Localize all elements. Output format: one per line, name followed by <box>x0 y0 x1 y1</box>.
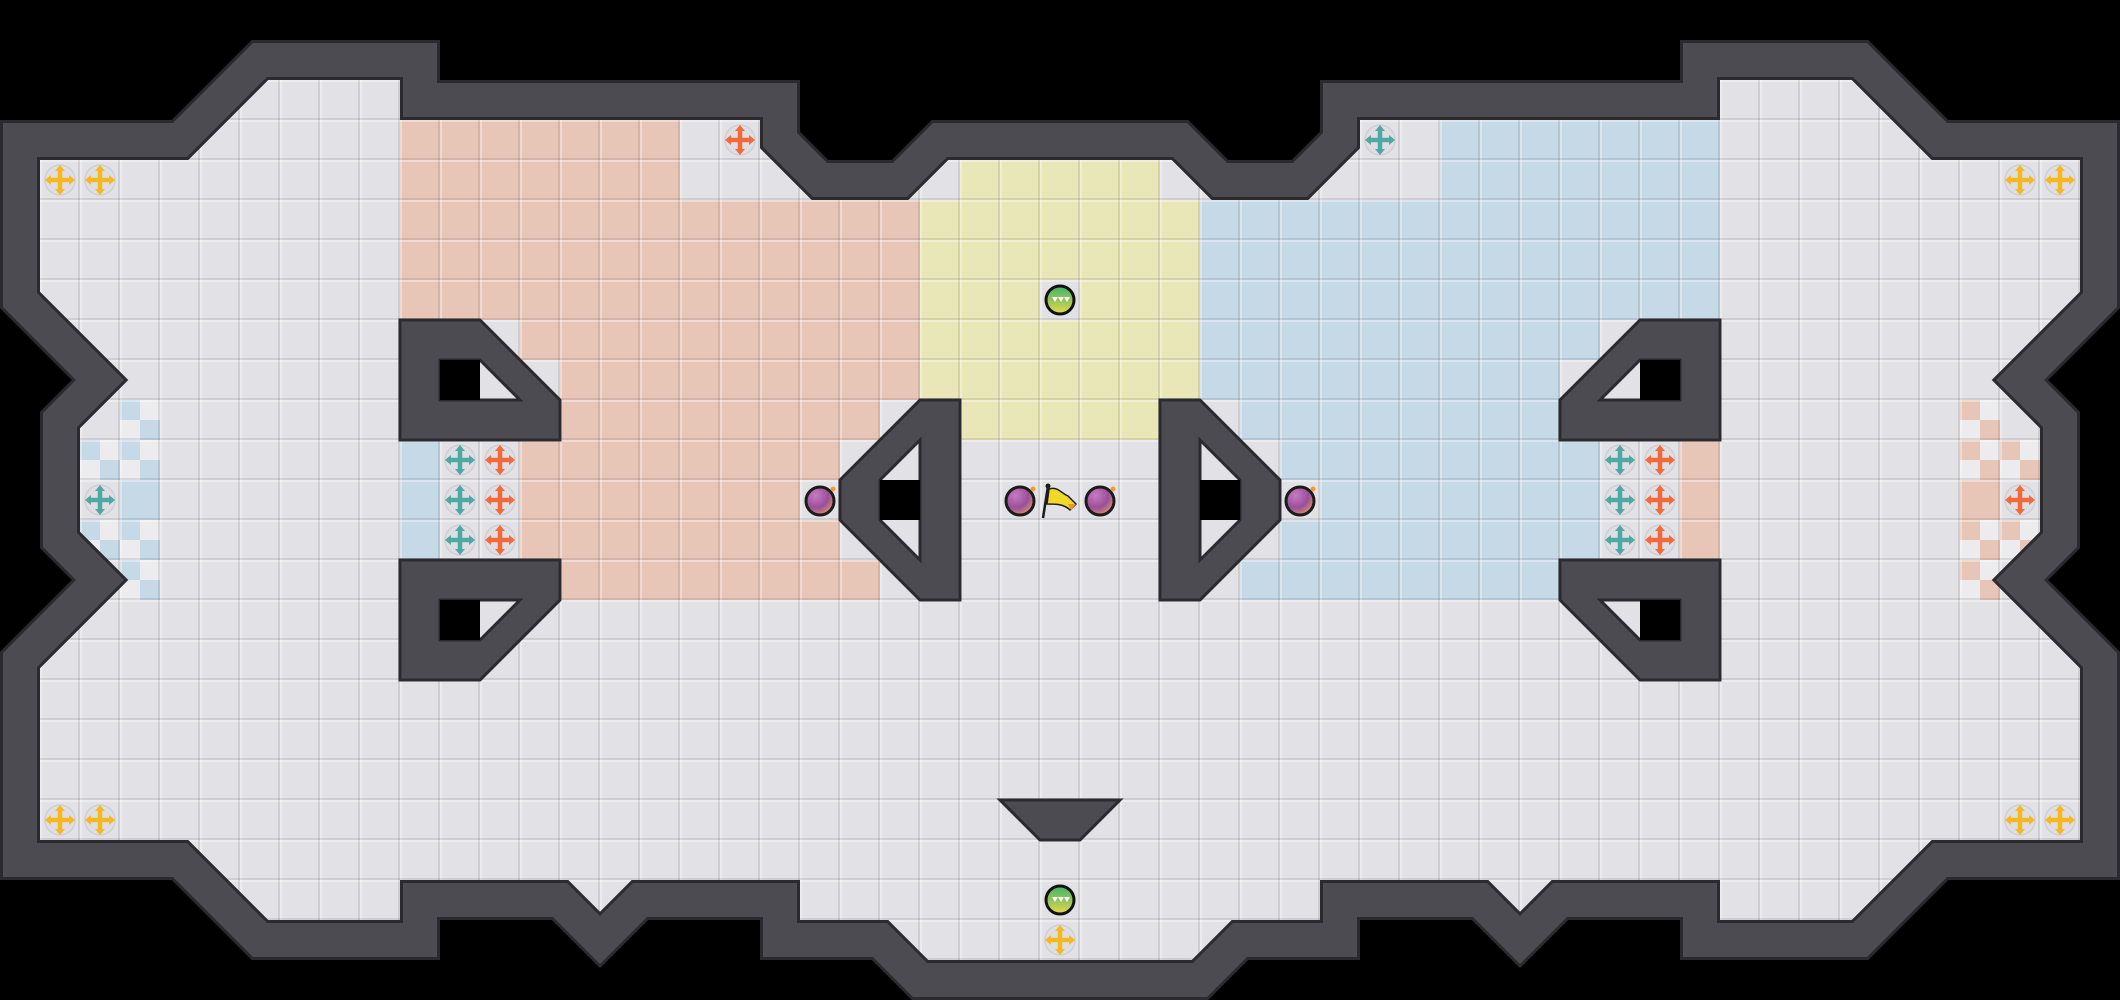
boost-icon <box>2044 804 2076 836</box>
bomb-icon <box>1284 485 1316 517</box>
boost-icon <box>2044 164 2076 196</box>
right-lower-bracket-wall <box>1558 558 1722 682</box>
void-hole <box>1640 600 1680 640</box>
boost-icon <box>84 484 116 516</box>
boost-icon <box>484 444 516 476</box>
right-upper-bracket-wall <box>1558 318 1722 442</box>
boost-icon <box>84 804 116 836</box>
boost-icon <box>1604 444 1636 476</box>
boost-icon <box>44 164 76 196</box>
powerup-ball-icon <box>1044 884 1076 916</box>
boost-icon <box>484 524 516 556</box>
boost-icon <box>44 804 76 836</box>
boost-icon <box>1364 124 1396 156</box>
center-right-triangle-wall <box>1158 398 1282 602</box>
bomb-icon <box>804 485 836 517</box>
boost-icon <box>1644 484 1676 516</box>
bottom-center-wedge-wall <box>996 798 1124 842</box>
inner-obstacles <box>398 318 1722 842</box>
bomb-icon <box>1084 485 1116 517</box>
left-upper-bracket-wall <box>398 318 562 442</box>
void-hole <box>440 360 480 400</box>
boost-icon <box>1044 924 1076 956</box>
boost-icon <box>2004 164 2036 196</box>
center-left-triangle-wall <box>838 398 962 602</box>
void-hole <box>880 480 920 520</box>
left-lower-bracket-wall <box>398 558 562 682</box>
boost-icon <box>1644 524 1676 556</box>
map-items <box>44 124 2076 956</box>
powerup-ball-icon <box>1044 284 1076 316</box>
boost-icon <box>484 484 516 516</box>
boost-icon <box>1644 444 1676 476</box>
wall-body <box>3 43 2117 997</box>
neutral-flag-icon <box>1041 483 1078 519</box>
boost-icon <box>84 164 116 196</box>
void-hole <box>440 600 480 640</box>
tile-grid <box>20 60 2100 980</box>
bomb-icon <box>1004 485 1036 517</box>
boost-icon <box>1604 484 1636 516</box>
void-hole <box>1200 480 1240 520</box>
floor-grid <box>20 60 2100 980</box>
boost-icon <box>444 444 476 476</box>
boost-icon <box>1604 524 1636 556</box>
void-hole <box>1640 360 1680 400</box>
boost-icon <box>444 524 476 556</box>
outer-walls <box>0 40 2120 1000</box>
boost-icon <box>444 484 476 516</box>
boost-icon <box>2004 804 2036 836</box>
boost-icon <box>724 124 756 156</box>
boost-icon <box>2004 484 2036 516</box>
